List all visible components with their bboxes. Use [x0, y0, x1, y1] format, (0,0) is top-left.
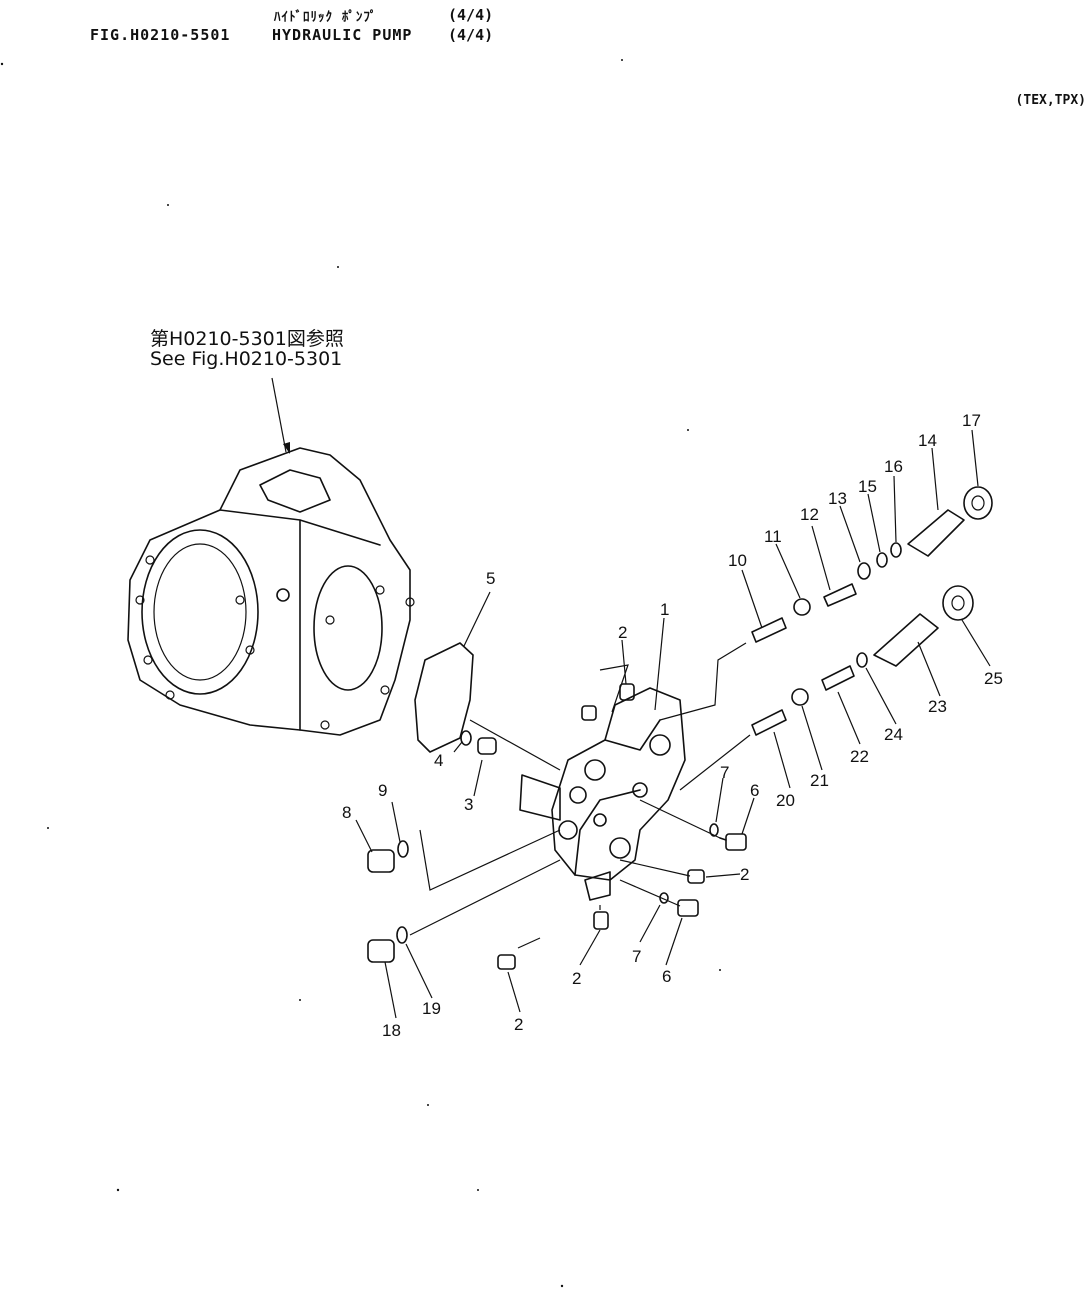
model-variant-label: (TEX,TPX): [1015, 93, 1086, 108]
plug-top-left: [581, 705, 597, 721]
callout-numbers: 5 1 2 4 3 9 8 7 6 2 7 6 2 2 18 19 10 11 …: [342, 411, 1003, 1040]
seat-11: [793, 598, 811, 616]
callout-23: 23: [928, 697, 947, 716]
figure-id: FIG.H0210-5501: [90, 26, 231, 44]
callout-12: 12: [800, 505, 819, 524]
title-jp: ﾊｲﾄﾞﾛﾘｯｸ ﾎﾟﾝﾌﾟ: [274, 10, 378, 25]
plug-right: [687, 869, 705, 884]
o-ring-19: [396, 926, 408, 944]
pump-housing: [127, 447, 415, 736]
title-jp-fraction: (4/4): [448, 6, 494, 24]
callout-leaders: [355, 429, 991, 1019]
callout-15: 15: [858, 477, 877, 496]
callout-24: 24: [884, 725, 903, 744]
reference-en: See Fig.H0210-5301: [150, 348, 343, 370]
callout-7-upper: 7: [720, 763, 729, 782]
plug-bottom-left: [497, 954, 516, 970]
callout-2-bottom-left: 2: [514, 1015, 523, 1034]
nut-17: [963, 486, 993, 520]
o-ring-7b: [659, 892, 669, 904]
spring-12: [823, 583, 857, 607]
plug-3: [477, 737, 497, 755]
callout-2-right: 2: [740, 865, 749, 884]
scan-specks: [0, 59, 721, 1288]
reference-jp: 第H0210-5301図参照: [150, 328, 344, 350]
callout-5: 5: [486, 569, 495, 588]
spool-10: [751, 617, 787, 643]
nut-25: [942, 585, 974, 621]
callout-6-upper: 6: [750, 781, 759, 800]
callout-22: 22: [850, 747, 869, 766]
o-ring-7a: [709, 823, 719, 837]
o-ring-4: [460, 730, 472, 746]
callout-1: 1: [660, 600, 669, 619]
title-en: HYDRAULIC PUMP: [272, 26, 413, 44]
callout-10: 10: [728, 551, 747, 570]
valve-body: [519, 687, 686, 901]
callout-14: 14: [918, 431, 937, 450]
seat-21: [791, 688, 809, 706]
callout-7-lower: 7: [632, 947, 641, 966]
callout-2-top: 2: [618, 623, 627, 642]
callout-21: 21: [810, 771, 829, 790]
o-ring-9: [397, 840, 409, 858]
alignment-lines: [409, 642, 751, 949]
valve-14: [907, 509, 965, 557]
spring-22: [821, 665, 855, 691]
callout-19: 19: [422, 999, 441, 1018]
callout-3: 3: [464, 795, 473, 814]
callout-17: 17: [962, 411, 981, 430]
callout-13: 13: [828, 489, 847, 508]
o-ring-16: [890, 542, 902, 558]
callout-6-lower: 6: [662, 967, 671, 986]
plug-bottom: [593, 911, 609, 930]
callout-2-bottom: 2: [572, 969, 581, 988]
callout-11: 11: [764, 527, 782, 546]
callout-9: 9: [378, 781, 387, 800]
callout-25: 25: [984, 669, 1003, 688]
callout-4: 4: [434, 751, 443, 770]
gasket: [414, 642, 474, 753]
bolt-6b: [677, 899, 699, 917]
valve-23: [873, 613, 939, 667]
plug-top: [619, 683, 635, 701]
plug-18: [367, 939, 395, 963]
callout-20: 20: [776, 791, 795, 810]
spool-20: [751, 709, 787, 736]
title-en-fraction: (4/4): [448, 26, 494, 44]
shim-13: [857, 562, 871, 580]
reference-leader: [271, 377, 290, 454]
o-ring-15: [876, 552, 888, 568]
plug-8: [367, 849, 395, 873]
callout-18: 18: [382, 1021, 401, 1040]
o-ring-24: [856, 652, 868, 668]
callout-8: 8: [342, 803, 351, 822]
callout-16: 16: [884, 457, 903, 476]
bolt-6a: [719, 833, 747, 851]
